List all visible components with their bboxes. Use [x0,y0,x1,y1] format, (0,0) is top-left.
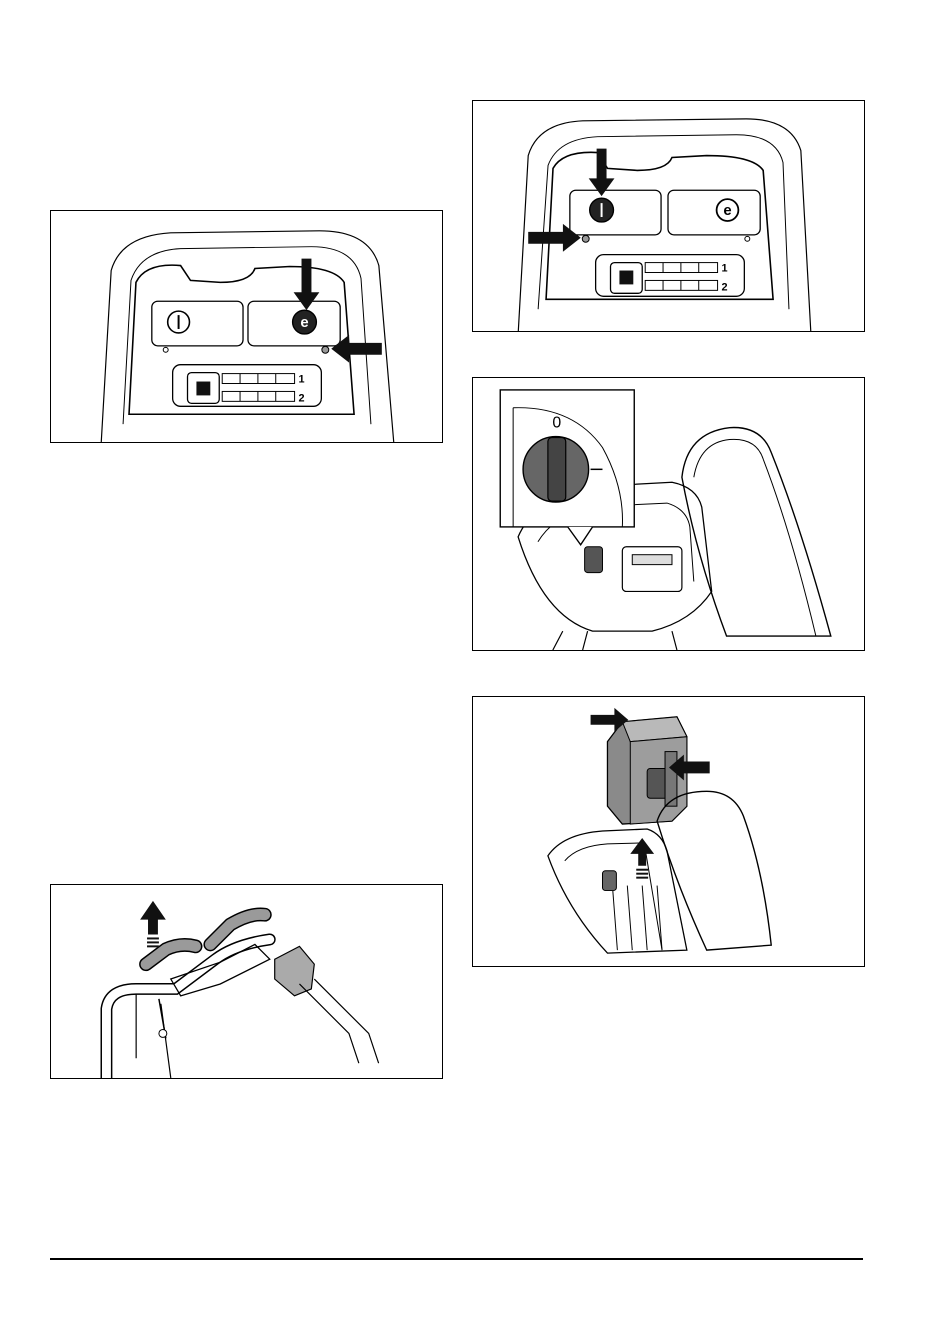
figure-control-panel-eco-button: e 1 2 [50,210,443,443]
svg-text:e: e [300,315,308,331]
svg-text:e: e [723,203,731,219]
indicator-label-1: 1 [722,263,728,275]
battery-illustration [473,697,864,966]
down-arrow-icon [589,149,615,197]
figure-handle-lever [50,884,443,1079]
control-panel-illustration: e 1 2 [473,101,864,331]
up-arrow-icon [140,901,166,935]
right-arrow-icon [528,224,581,252]
up-arrow-icon [630,838,654,866]
footer-rule [50,1258,863,1260]
indicator-label-1: 1 [299,374,305,386]
handle-illustration [51,885,442,1078]
indicator-label-2: 2 [722,281,728,293]
figure-battery-removal [472,696,865,967]
control-panel-illustration: e 1 2 [51,211,442,442]
figure-control-panel-start-button: e 1 2 [472,100,865,332]
switch-label: 0 [552,415,561,432]
safety-key-illustration: 0 [473,378,864,650]
indicator-label-2: 2 [299,392,305,404]
figure-safety-key: 0 [472,377,865,651]
left-arrow-icon [331,335,382,363]
